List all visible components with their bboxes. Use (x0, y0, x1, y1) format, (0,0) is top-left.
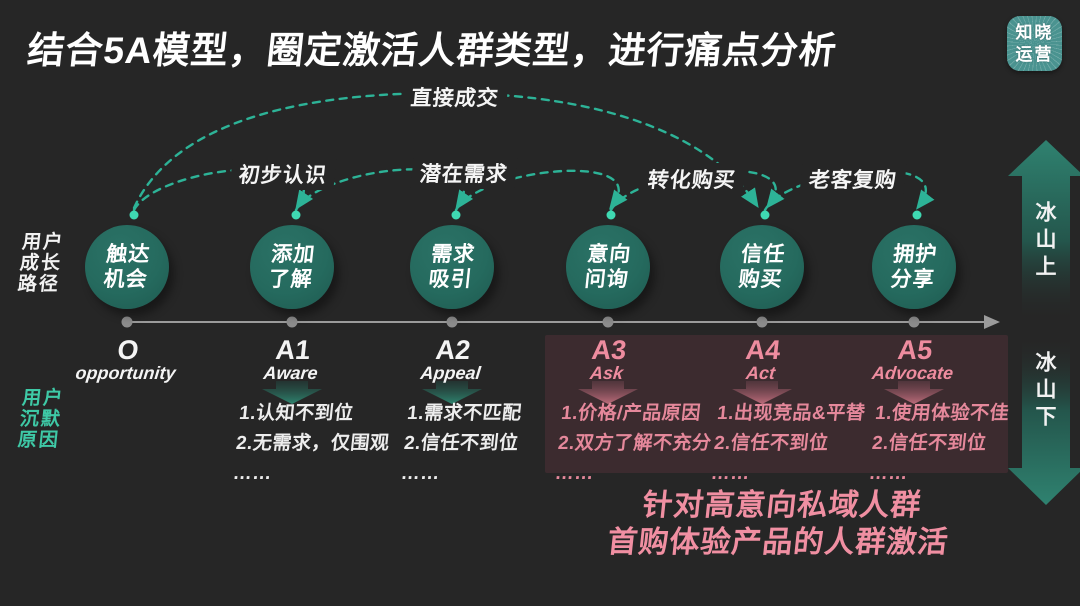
stage-circle-appeal: 需求 吸引 (410, 225, 494, 309)
stage-circle-advocate: 拥护 分享 (872, 225, 956, 309)
iceberg-above-label: 冰山上 (1033, 201, 1056, 282)
activation-summary-line2: 首购体验产品的人群激活 (605, 526, 951, 559)
activation-summary: 针对高意向私域人群 首购体验产品的人群激活 (546, 487, 1014, 561)
arc-label-latent-demand: 潜在需求 (410, 157, 518, 189)
stage-circle-aware: 添加 了解 (250, 225, 334, 309)
side-label-user-silence-reason: 用户 沉默 原因 (16, 388, 66, 451)
iceberg-below-label: 冰山下 (1033, 351, 1056, 432)
brand-logo: 知晓 运营 (1007, 16, 1062, 71)
notes-a1: 1.认知不到位 2.无需求，仅围观 …… (231, 403, 391, 484)
pain-point-highlight-panel (545, 335, 1008, 473)
arc-label-repeat-purchase: 老客复购 (799, 163, 907, 195)
stage-circle-act: 信任 购买 (720, 225, 804, 309)
arc-label-conversion-purchase: 转化购买 (638, 163, 746, 195)
stage-circle-opportunity: 触达 机会 (85, 225, 169, 309)
page-title: 结合5A模型，圈定激活人群类型，进行痛点分析 (25, 30, 840, 71)
arc-label-direct-deal: 直接成交 (401, 81, 509, 113)
activation-summary-line1: 针对高意向私域人群 (640, 489, 924, 522)
stage-circle-ask: 意向 问询 (566, 225, 650, 309)
brand-logo-label: 知晓 运营 (1015, 23, 1054, 64)
arc-anchor-dots (129, 210, 922, 220)
arc-label-first-awareness: 初步认识 (229, 158, 337, 190)
side-label-user-growth-path: 用户 成长 路径 (16, 232, 66, 295)
timeline-axis (121, 315, 1000, 329)
